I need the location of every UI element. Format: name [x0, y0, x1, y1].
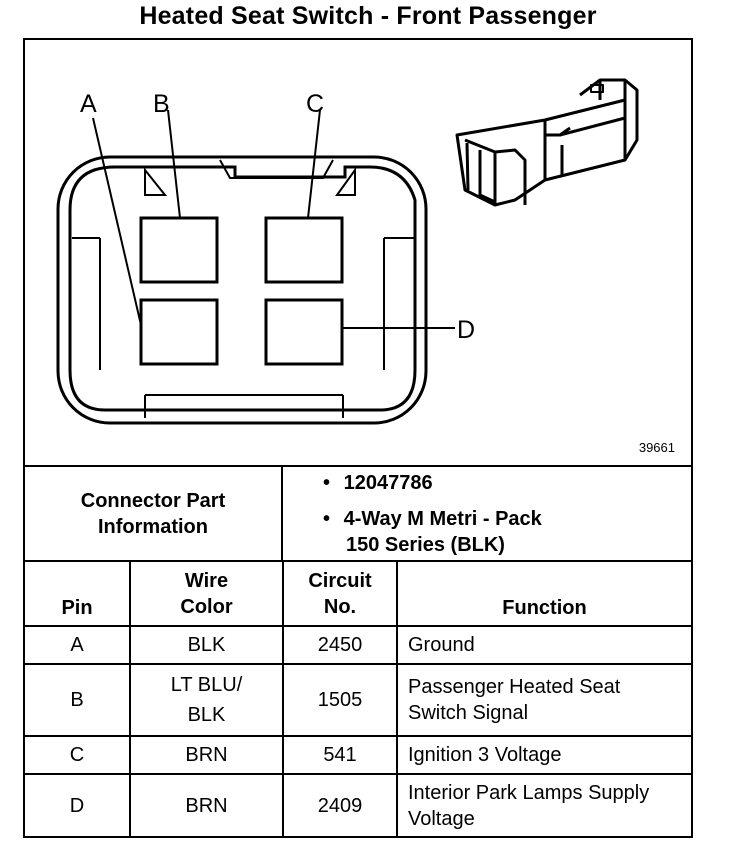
pin-cavity-c — [264, 216, 344, 284]
header-wire-color: Wire Color — [180, 569, 233, 618]
divider — [25, 773, 691, 775]
bullet-dot: • — [323, 472, 331, 494]
connector-housing-outer — [56, 155, 428, 425]
connector-sheet: A B C D 39661 Connector Part Information… — [23, 38, 693, 838]
row-d-pin: D — [69, 794, 85, 817]
row-c-color: BRN — [185, 744, 228, 766]
pin-label-a: A — [80, 90, 97, 118]
row-a-pin: A — [70, 634, 84, 656]
header-circuit: Circuit No. — [308, 569, 372, 618]
leader-line-c — [307, 109, 321, 219]
pin-label-d: D — [457, 316, 475, 344]
connector-diagram: A B C D — [56, 78, 639, 425]
diagram-code: 39661 — [638, 440, 675, 455]
row-b-pin: B — [70, 689, 84, 711]
connector-top-notch — [219, 159, 334, 179]
connector-description-line2: 150 Series (BLK) — [346, 534, 505, 556]
divider — [129, 560, 131, 838]
divider — [281, 465, 283, 560]
pin-cavity-a — [139, 298, 219, 366]
leader-line-b — [167, 109, 181, 219]
divider — [25, 465, 691, 467]
connector-3d-view — [455, 78, 639, 207]
row-c-function: Ignition 3 Voltage — [408, 744, 562, 766]
divider — [396, 560, 398, 838]
row-c-circuit: 541 — [323, 744, 357, 766]
row-d-color: BRN — [185, 794, 228, 817]
pin-cavity-d — [264, 298, 344, 366]
divider — [25, 663, 691, 665]
row-d-function: Interior Park Lamps Supply Voltage — [408, 781, 650, 830]
header-pin: Pin — [61, 597, 93, 619]
header-function: Function — [502, 597, 587, 619]
row-a-circuit: 2450 — [317, 634, 363, 656]
connector-description-line1: 4-Way M Metri - Pack — [343, 508, 542, 530]
connector-housing-inner — [68, 165, 417, 412]
row-d-circuit: 2409 — [317, 794, 363, 817]
divider — [25, 560, 691, 562]
bullet-description: • 4-Way M Metri - Pack — [323, 506, 542, 532]
row-b-function: Passenger Heated Seat Switch Signal — [408, 676, 621, 724]
leader-line-a — [92, 117, 142, 326]
part-number: 12047786 — [343, 472, 433, 494]
row-a-function: Ground — [408, 634, 475, 656]
page-title: Heated Seat Switch - Front Passenger — [139, 2, 597, 30]
row-b-color: LT BLU/ BLK — [170, 674, 243, 726]
divider — [25, 735, 691, 737]
bullet-part-number: • 12047786 — [323, 470, 433, 496]
pin-cavity-b — [139, 216, 219, 284]
pin-label-c: C — [306, 90, 324, 118]
bullet-dot: • — [323, 508, 331, 530]
divider — [282, 560, 284, 838]
row-b-circuit: 1505 — [317, 689, 363, 711]
connector-info-header: Connector Part Information — [80, 489, 226, 538]
pin-label-b: B — [153, 90, 170, 118]
row-c-pin: C — [69, 744, 85, 766]
divider — [25, 625, 691, 627]
row-a-color: BLK — [187, 634, 226, 656]
